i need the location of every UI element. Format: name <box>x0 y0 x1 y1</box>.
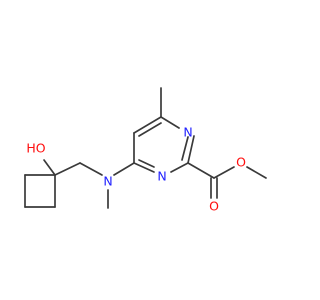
bond-ring-n1-c2-double <box>181 136 189 161</box>
atom-o-hydroxyl-text: HO <box>26 141 45 156</box>
bond-ester-o-methyl <box>246 166 267 179</box>
atom-label-o-ester: O <box>236 155 246 170</box>
bond-ring-c5-c6-double <box>138 122 162 137</box>
molecule-diagram: N N N HO O O <box>24 87 267 214</box>
bond-ring-amine <box>113 162 135 176</box>
bond-cbutyl-oh <box>43 159 56 176</box>
atom-label-n-ring-top: N <box>183 125 192 140</box>
bond-ring-n1-c2 <box>187 135 195 164</box>
bond-ring-c2-n3 <box>170 162 189 173</box>
bond-c2-carbonyl <box>187 162 215 179</box>
bond-ring-n3-c4 <box>133 162 155 173</box>
atom-label-o-hydroxyl: HO <box>26 141 45 156</box>
atom-o-carbonyl-text: O <box>209 199 219 214</box>
atom-n-ring-bottom-text: N <box>157 169 166 184</box>
bond-ring-n3-c4-double <box>138 159 155 168</box>
atom-o-ester-text: O <box>236 155 246 170</box>
bond-ch2-cbutyl <box>54 162 81 176</box>
atom-label-n-ring-bottom: N <box>157 169 166 184</box>
bond-carbonyl-ester-o <box>213 166 235 179</box>
bond-ring-c5-c6 <box>133 116 162 134</box>
bond-amine-ch2 <box>79 162 103 176</box>
atom-label-o-carbonyl: O <box>209 199 219 214</box>
atom-n-ring-top-text: N <box>183 125 192 140</box>
atom-n-amine-text: N <box>103 174 112 189</box>
atom-label-n-amine: N <box>103 174 112 189</box>
bond-ring-c6-n1 <box>160 116 180 129</box>
